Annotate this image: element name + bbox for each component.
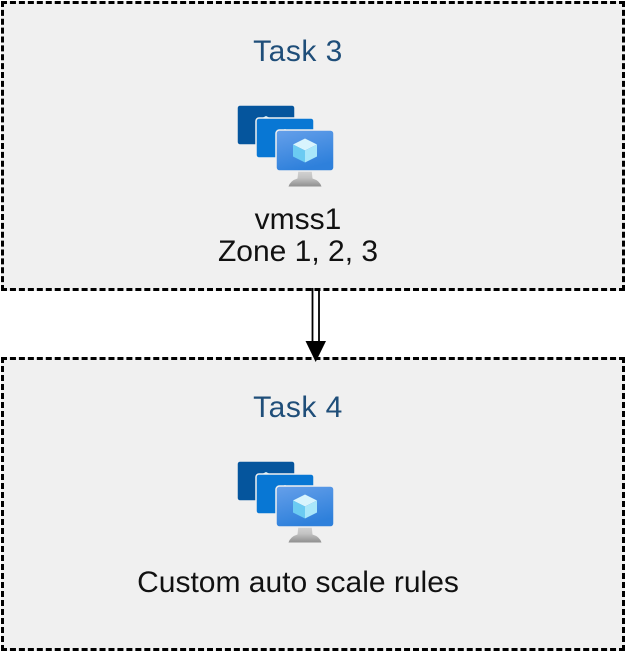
task3-box: Task 3 vmss1 Zone 1, 2, 3	[1, 1, 625, 291]
task3-content: Task 3 vmss1 Zone 1, 2, 3	[0, 4, 607, 268]
task4-label-autoscale: Custom auto scale rules	[137, 566, 459, 599]
task4-box: Task 4 Custom auto scale rules	[1, 357, 625, 651]
task4-content: Task 4 Custom auto scale rules	[0, 360, 607, 599]
task3-title: Task 3	[253, 35, 343, 68]
task4-title: Task 4	[253, 391, 343, 424]
task3-label-zones: Zone 1, 2, 3	[217, 235, 379, 268]
down-arrow	[305, 288, 326, 362]
vm-scale-sets-icon	[236, 104, 335, 187]
vm-scale-sets-icon	[236, 460, 335, 543]
task3-label-vmss: vmss1	[254, 203, 342, 236]
